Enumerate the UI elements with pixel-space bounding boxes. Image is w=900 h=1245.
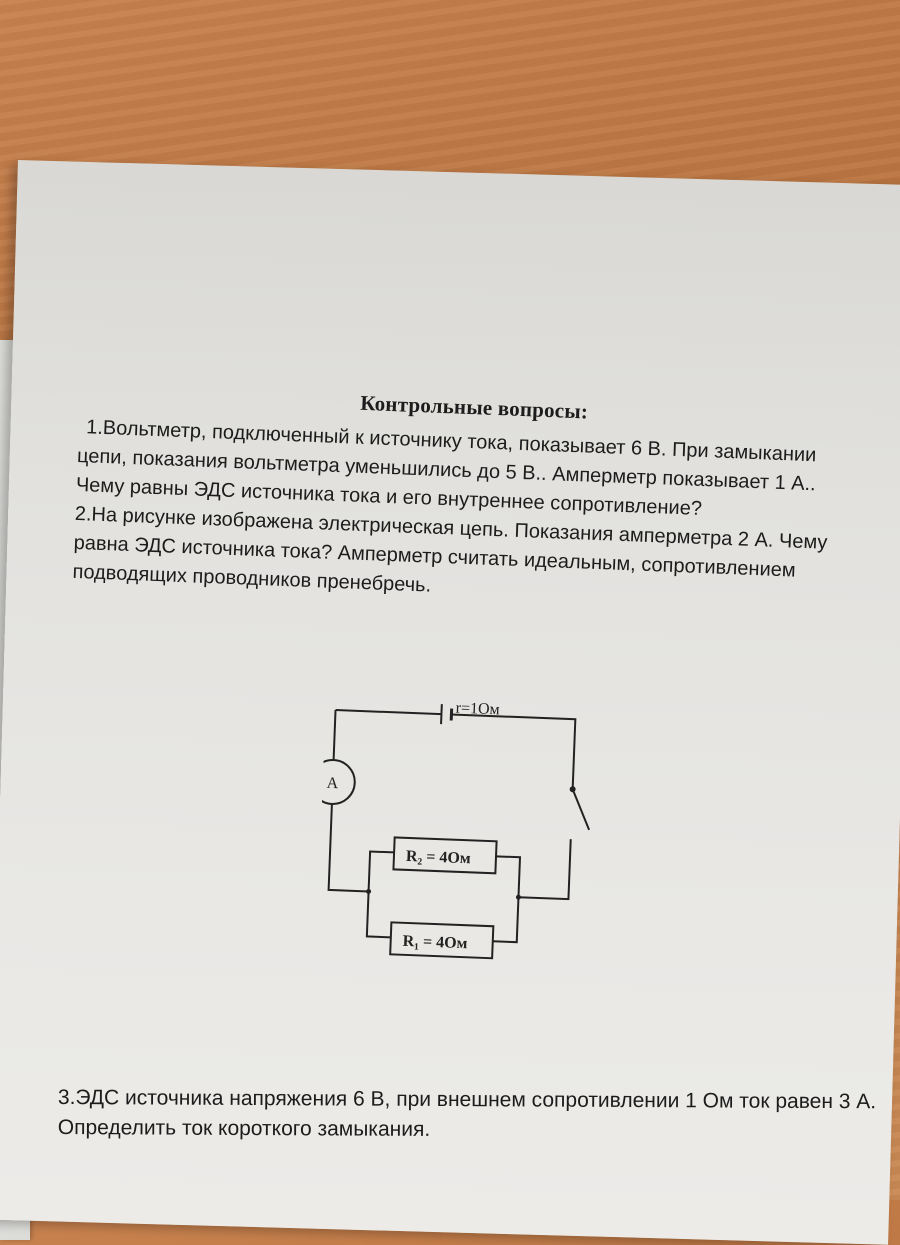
- wire-left-top: [334, 710, 336, 760]
- junction-right: [516, 895, 521, 900]
- battery-plate-long: [441, 704, 442, 724]
- wire-top-left: [336, 710, 442, 714]
- wire-r2-right: [494, 856, 520, 897]
- junction-left: [366, 889, 371, 894]
- r2-label: R₂ = 4Ом: [406, 848, 472, 867]
- wire-r1-left: [367, 891, 393, 937]
- ammeter-label: A: [326, 775, 339, 792]
- wire-top-right: [449, 715, 576, 790]
- switch-blade: [571, 789, 591, 830]
- circuit-diagram: r=1Ом A R₂ = 4Ом R₁ = 4Ом: [315, 680, 626, 991]
- wire-left-bottom: [329, 804, 372, 891]
- switch-pivot-dot: [570, 786, 576, 792]
- wire-right-bottom: [518, 837, 570, 899]
- source-label: r=1Ом: [455, 700, 500, 719]
- wire-r1-right: [493, 896, 519, 942]
- r1-label: R₁ = 4Ом: [402, 933, 468, 952]
- document-body: Контрольные вопросы: 1.Вольтметр, подклю…: [72, 380, 869, 617]
- wire-r2-left: [369, 851, 395, 892]
- question-3: 3.ЭДС источника напряжения 6 В, при внеш…: [58, 1083, 898, 1147]
